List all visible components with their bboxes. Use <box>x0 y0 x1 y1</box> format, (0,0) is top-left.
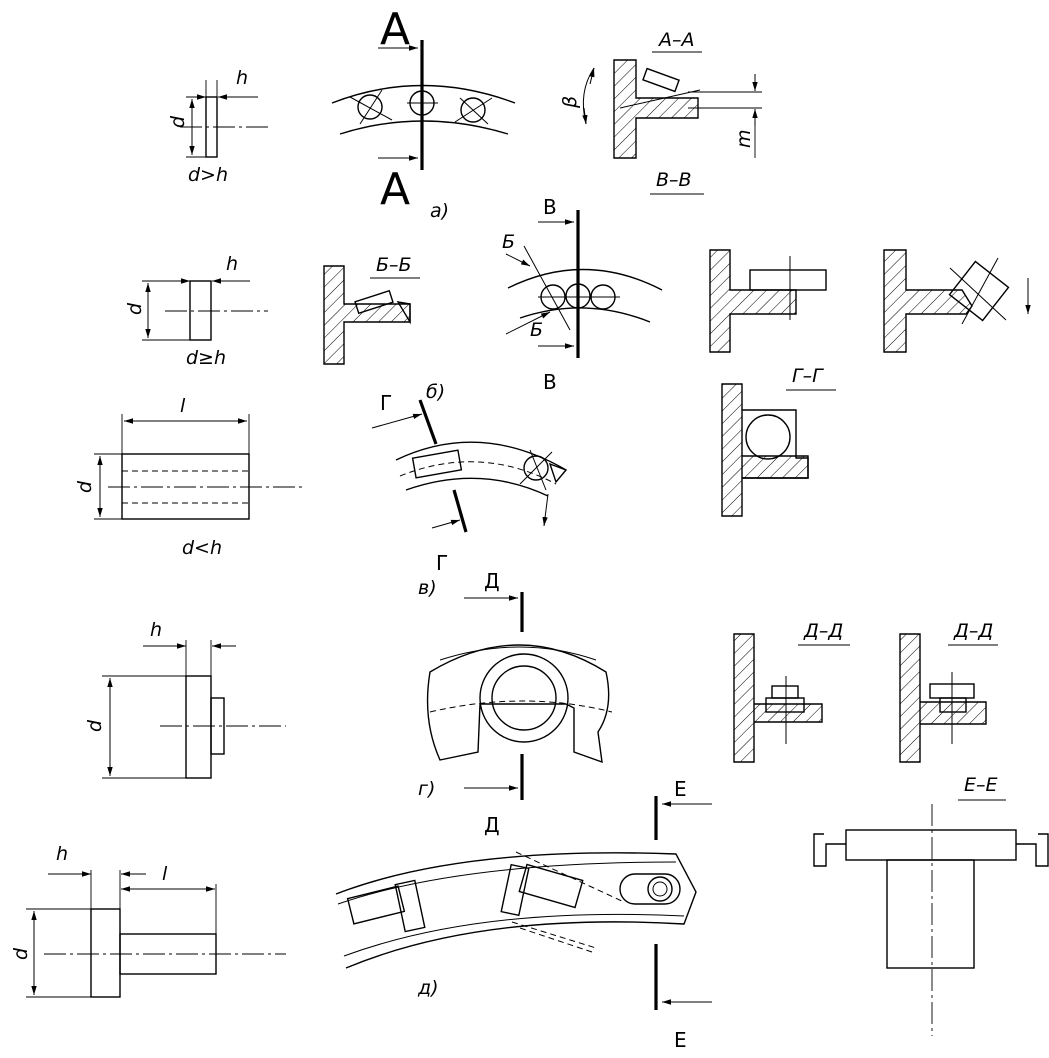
section-g-bottom: Г <box>436 551 448 575</box>
condition-v: d<h <box>182 537 222 559</box>
cut-b-top: Б <box>502 231 515 253</box>
dim-d-label: d <box>167 115 189 128</box>
view-g-housing: Д Д г) <box>418 569 613 837</box>
variant-d: д) <box>417 977 439 999</box>
section-dd-2: Д–Д <box>899 620 998 763</box>
dim-d-label-d: d <box>10 947 32 960</box>
section-ee: Е–Е <box>813 774 1049 1036</box>
section-g-top: Г <box>380 391 392 415</box>
section-v-top: В <box>543 195 557 219</box>
dim-h-label-g: h <box>150 619 162 641</box>
variant-b: б) <box>426 381 445 403</box>
section-gg-title: Г–Г <box>792 365 824 387</box>
dim-h-label-b: h <box>226 253 238 275</box>
view-a-arc: А А а) <box>331 4 516 222</box>
section-a-top: А <box>380 4 410 55</box>
dim-d-label-b: d <box>124 302 146 315</box>
variant-a: а) <box>430 200 449 222</box>
section-e-top: Е <box>674 777 687 801</box>
section-dd2-title: Д–Д <box>953 620 993 642</box>
section-vv-2 <box>883 249 1031 353</box>
section-bb: Б–Б <box>323 254 420 365</box>
view-v-arc: Г Г б) в) <box>371 381 568 599</box>
part-g-flanged: h d <box>84 619 286 779</box>
part-v-roller: l d d<h <box>74 395 306 559</box>
dim-h-label: h <box>236 67 248 89</box>
section-gg: Г–Г <box>721 365 836 517</box>
section-vv-title: В–В <box>656 169 692 191</box>
section-e-bottom: Е <box>674 1028 687 1052</box>
section-bb-title: Б–Б <box>376 254 412 276</box>
view-b-arc: В В Б Б <box>502 195 663 394</box>
section-dd1-title: Д–Д <box>803 620 843 642</box>
section-aa: А–А m β <box>559 29 762 159</box>
condition-a: d>h <box>188 164 228 186</box>
dim-m-label: m <box>733 129 755 148</box>
section-dd-1: Д–Д <box>733 620 850 763</box>
dim-d-label-v: d <box>74 480 96 493</box>
dim-l-label-d: l <box>162 863 168 885</box>
section-v-bottom: В <box>543 370 557 394</box>
angle-beta-label: β <box>559 96 581 109</box>
dim-l-label: l <box>180 395 186 417</box>
section-ee-title: Е–Е <box>964 774 998 796</box>
cut-b-bottom: Б <box>530 319 543 341</box>
section-a-bottom: А <box>380 164 410 215</box>
view-d-guide: Е Е д) <box>335 777 712 1052</box>
dim-h-label-d: h <box>56 843 68 865</box>
part-b-disk: h d d≥h <box>124 253 268 369</box>
section-aa-title: А–А <box>657 29 695 51</box>
section-vv-1 <box>709 249 827 353</box>
dim-d-label-g: d <box>84 719 106 732</box>
variant-v: в) <box>418 577 437 599</box>
variant-g: г) <box>418 778 435 800</box>
section-d-bottom: Д <box>484 813 500 837</box>
part-a-disk: h d d>h <box>167 67 272 186</box>
part-d-shaft: h l d <box>10 843 286 998</box>
section-d-top: Д <box>484 569 500 593</box>
condition-b: d≥h <box>186 347 226 369</box>
